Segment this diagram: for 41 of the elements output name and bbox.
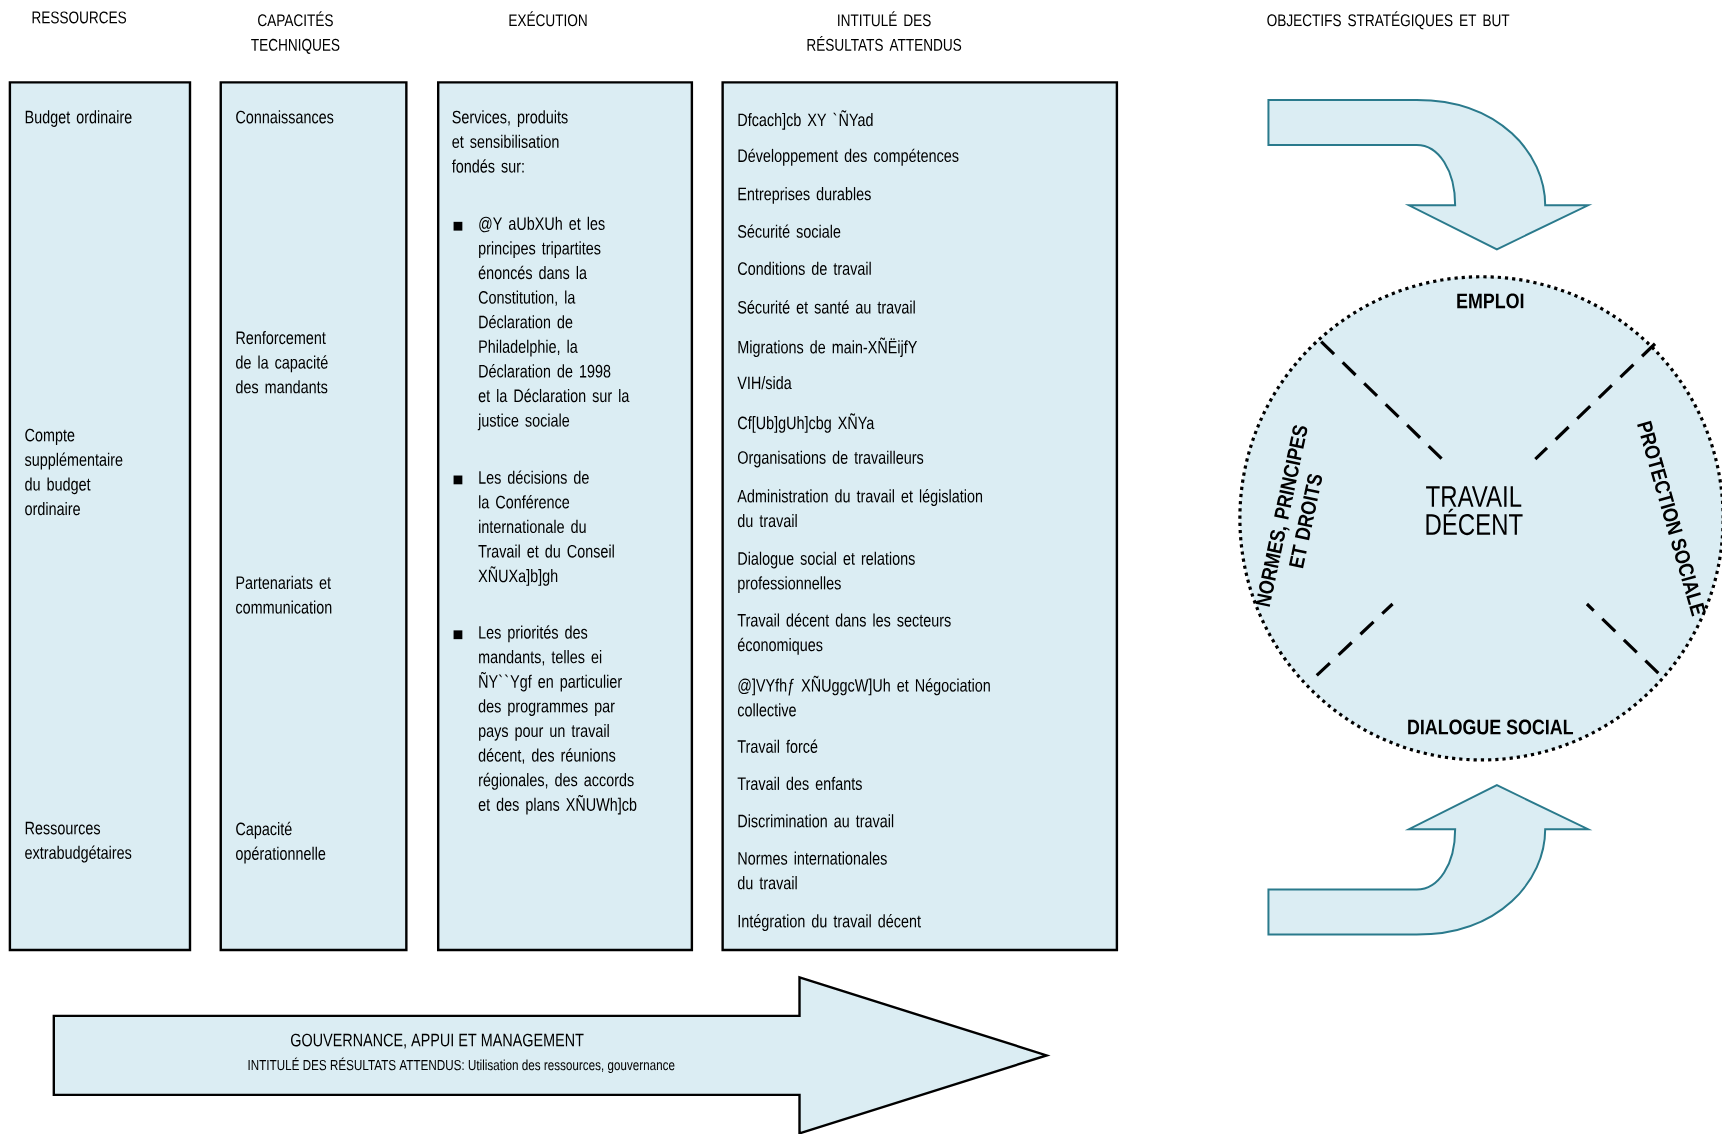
column-heading: INTITULÉ DES RÉSULTATS ATTENDUS — [807, 11, 962, 51]
circle-label: EMPLOI — [1457, 293, 1524, 309]
item-text: Dialogue social et relations professionnelles — [738, 551, 915, 593]
item-text: Budget ordinaire — [25, 110, 132, 127]
circle-label: NORMES, PRINCIPES ET DROITS — [1255, 425, 1322, 607]
item-text: Migrations de main-XÑËijfY — [738, 337, 917, 357]
item-text: Ressources extrabudgétaires — [25, 821, 132, 863]
item-text: Capacité opérationnelle — [236, 821, 326, 864]
item-text: Services, produits et sensibilisation fondés sur: — [451, 110, 568, 173]
item-text: @]VYfhƒ XÑUggcW]Uh et Négociation collective — [737, 675, 990, 717]
item-text: Les décisions de la Conférence internationale du Travail et du Conseil XÑUXa]b]gh — [478, 470, 614, 586]
item-text: Compte supplémentaire du budget ordinaire — [24, 428, 123, 516]
circle-label: TRAVAIL DÉCENT — [1426, 485, 1523, 535]
item-text: Partenariats et communication — [236, 575, 332, 614]
item-text: Organisations de travailleurs — [738, 450, 924, 468]
item-text: Intégration du travail décent — [738, 913, 921, 931]
column-heading: CAPACITÉS TECHNIQUES — [251, 11, 340, 54]
item-text: Cf[Ub]gUh]cbg XÑYa — [738, 413, 875, 433]
item-text: Conditions de travail — [738, 261, 871, 275]
item-text: Entreprises durables — [738, 186, 871, 204]
item-text: VIH/sida — [737, 375, 792, 389]
item-text: Travail forcé — [737, 739, 818, 753]
item-text: Sécurité sociale — [737, 224, 841, 238]
arrow-text: GOUVERNANCE, APPUI ET MANAGEMENT — [291, 1033, 584, 1049]
arrow-text: INTITULÉ DES RÉSULTATS ATTENDUS: Utilisation des ressources, gouvernance — [248, 1057, 675, 1073]
item-text: Administration du travail et législation du travail — [737, 488, 982, 527]
item-text: Normes internationales du travail — [737, 851, 887, 890]
item-text: Discrimination au travail — [738, 813, 894, 828]
item-text: Sécurité et santé au travail — [737, 299, 915, 314]
item-text: Les priorités des mandants, telles ei ÑY``Ygf en particulier des programmes par pays pour un travail décent, des réunions régionales, des accords et des plans XÑUWh]cb — [478, 625, 637, 815]
item-text: Travail des enfants — [737, 776, 862, 790]
column-heading: EXÉCUTION — [509, 11, 587, 27]
item-text: Développement des compétences — [738, 148, 959, 166]
column-heading: RESSOURCES — [32, 11, 127, 24]
column-heading: OBJECTIFS STRATÉGIQUES ET BUT — [1267, 11, 1510, 30]
circle-label: DIALOGUE SOCIAL — [1408, 719, 1574, 735]
item-text: Renforcement de la capacité des mandants — [236, 330, 328, 394]
item-text: Travail décent dans les secteurs économiques — [737, 612, 951, 655]
item-text: Dfcach]cb XY `ÑYad — [738, 110, 873, 130]
item-text: @Y aUbXUh et les principes tripartites énoncés dans la Constitution, la Déclaration de Philadelphie, la Déclaration de 1998 et la Déclaration sur la justice sociale — [477, 216, 630, 431]
item-text: Connaissances — [236, 110, 334, 124]
